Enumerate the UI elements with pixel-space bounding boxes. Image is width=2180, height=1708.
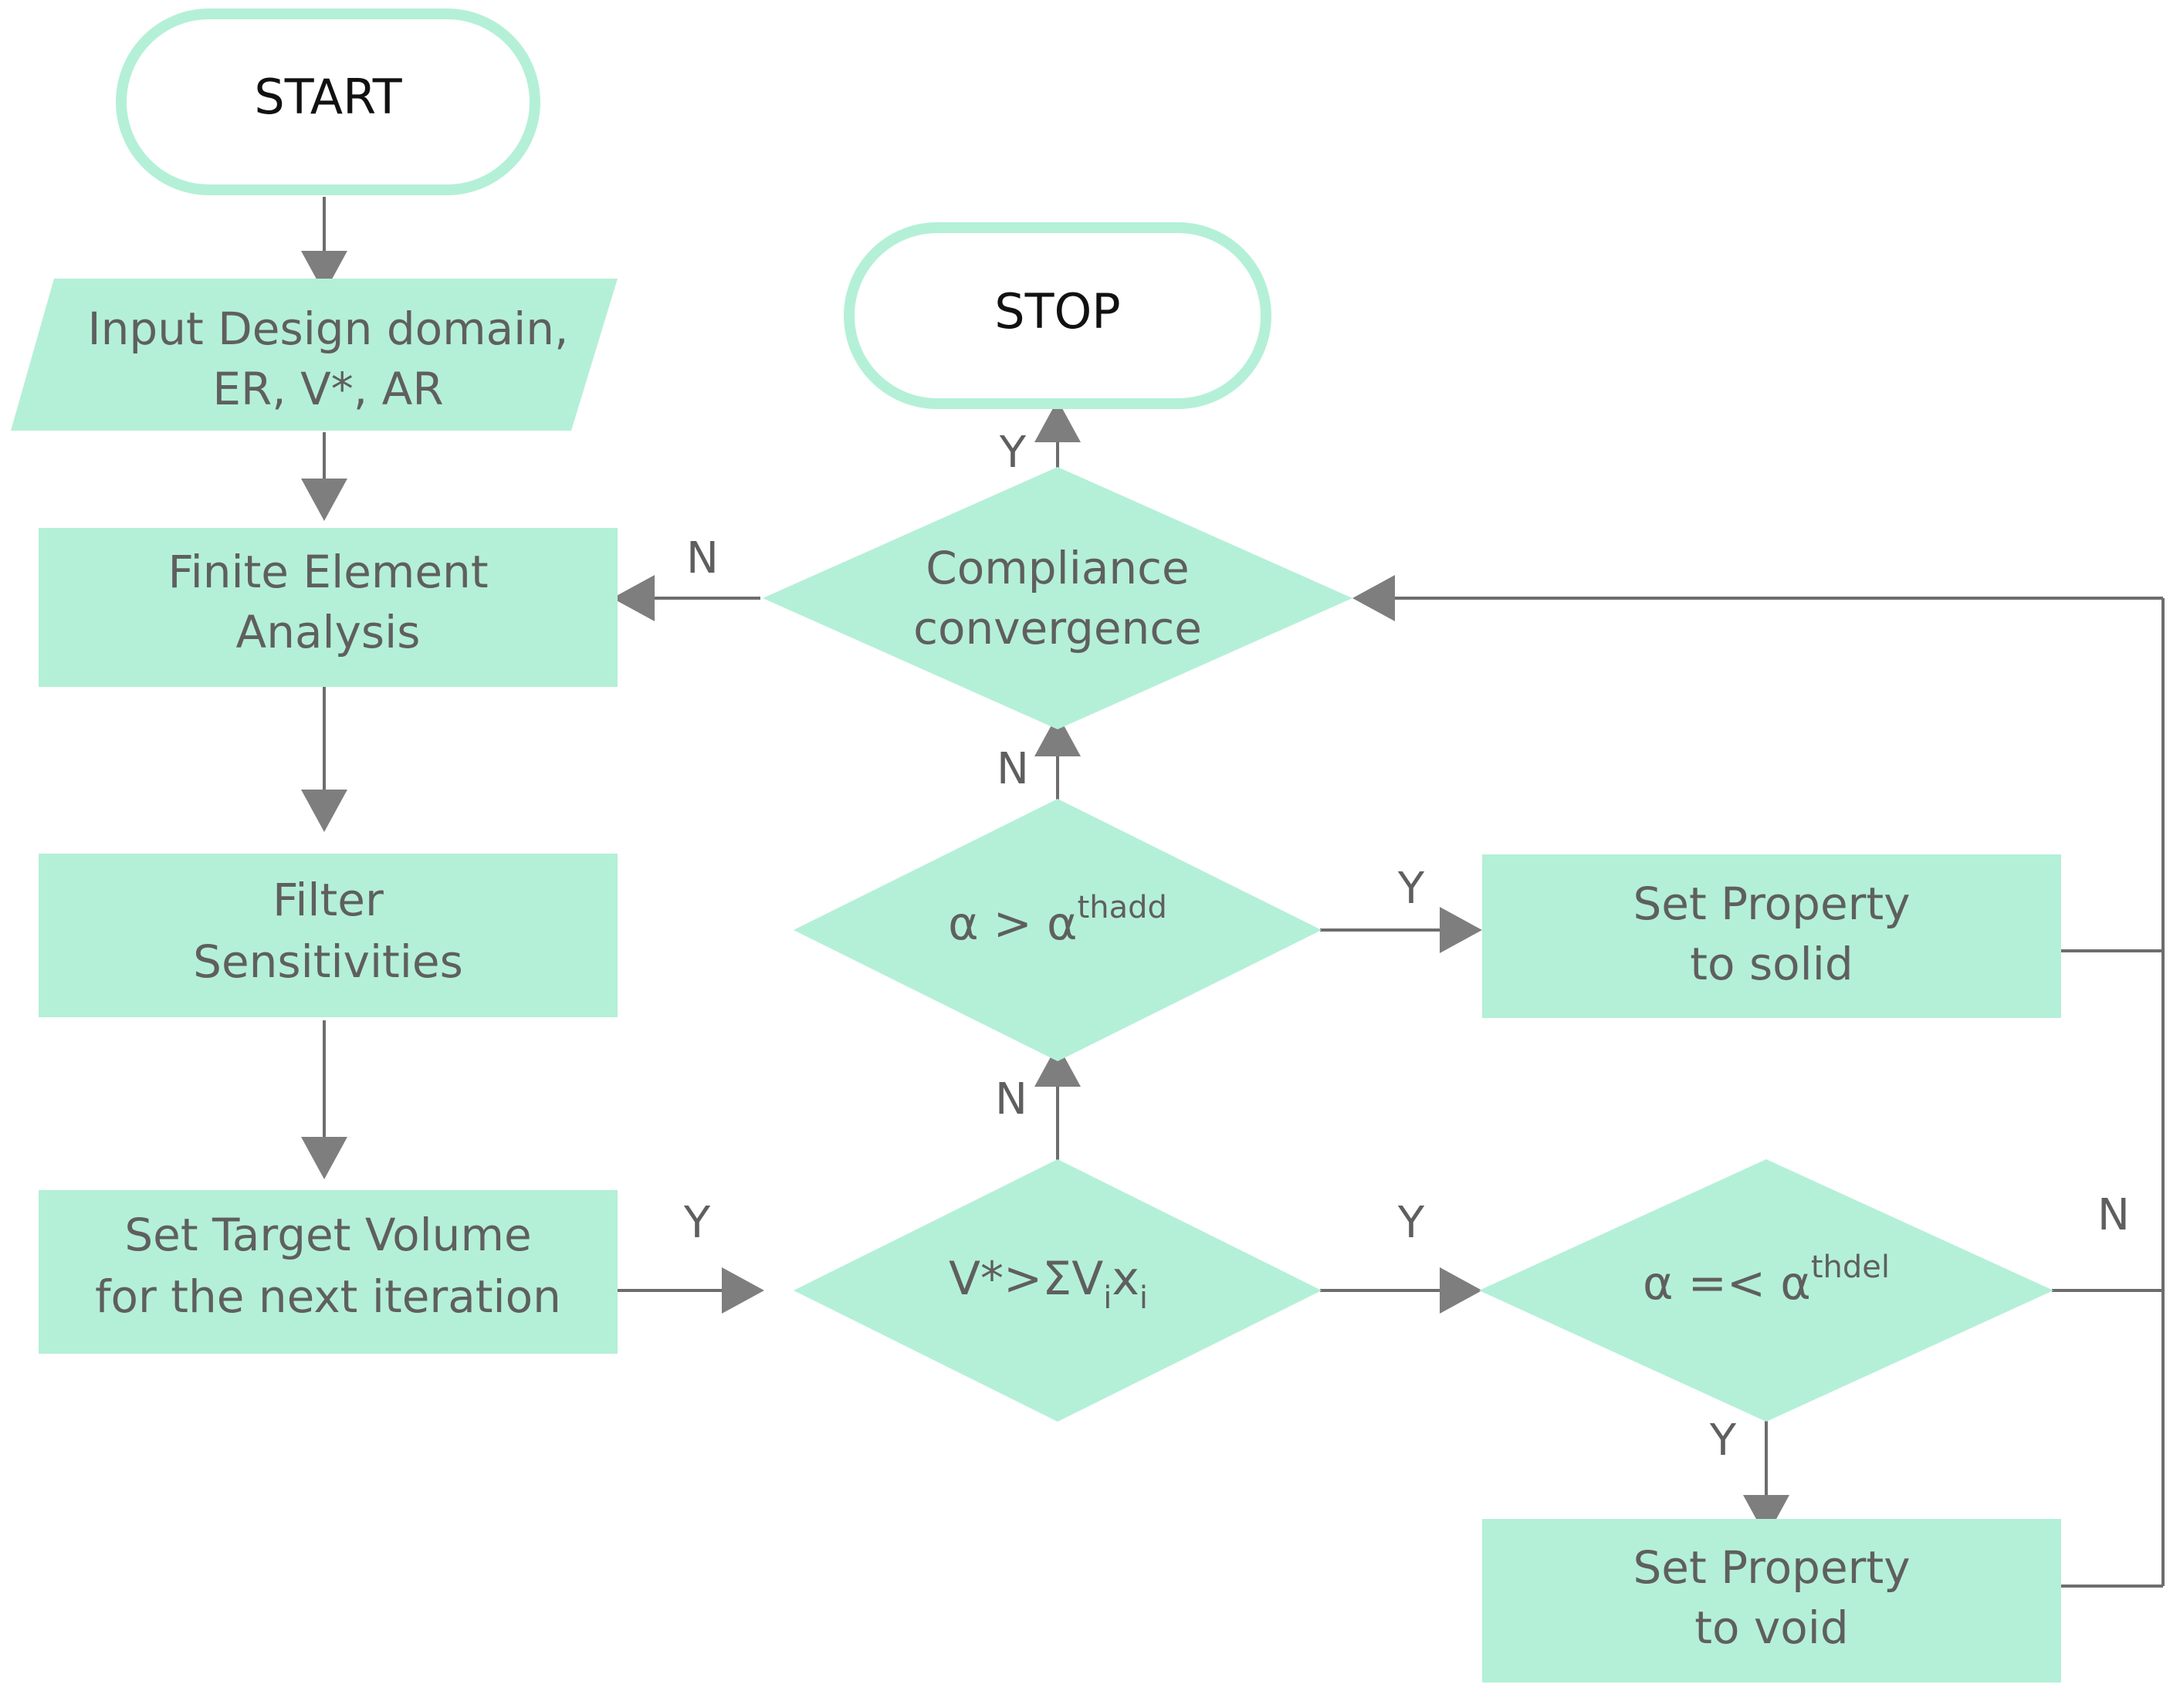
node-stop-label: STOP [994, 283, 1120, 340]
node-compliance-line-1: Compliance [926, 542, 1189, 594]
alpha-del-base: α =< α [1643, 1256, 1811, 1311]
node-filter-sensitivities[interactable]: Filter Sensitivities [39, 854, 618, 1017]
node-start[interactable]: START [116, 8, 540, 195]
edge-input-to-fea [301, 432, 347, 521]
edge-label-alpha-add-no: N [997, 744, 1029, 794]
node-set-void-line-2: to void [1694, 1601, 1848, 1654]
edge-filter-to-target-volume [301, 1020, 347, 1179]
node-input[interactable]: Input Design domain, ER, V*, AR [11, 279, 618, 431]
alpha-add-base: α > α [948, 897, 1078, 951]
node-input-line-1: Input Design domain, [88, 303, 569, 355]
node-alpha-add-expression: α > αthadd [948, 890, 1167, 951]
edge-return-bus [1352, 575, 2165, 1588]
alpha-del-superscript: thdel [1811, 1250, 1890, 1285]
edge-label-compliance-yes: Y [999, 428, 1027, 478]
volume-check-sub-1: i [1103, 1280, 1112, 1316]
node-stop[interactable]: STOP [844, 222, 1271, 409]
node-input-line-2: ER, V*, AR [212, 363, 443, 415]
node-finite-element-analysis[interactable]: Finite Element Analysis [39, 528, 618, 687]
node-filter-line-2: Sensitivities [193, 935, 463, 988]
volume-check-sub-2: i [1139, 1280, 1148, 1316]
node-filter-line-1: Filter [272, 874, 384, 926]
node-set-property-solid[interactable]: Set Property to solid [1482, 854, 2061, 1018]
edge-alpha-add-yes-to-set-solid [1320, 907, 1482, 953]
edge-target-volume-to-volume-check [618, 1267, 764, 1314]
node-alpha-del-expression: α =< αthdel [1643, 1250, 1890, 1311]
node-set-target-volume[interactable]: Set Target Volume for the next iteration [39, 1190, 618, 1354]
edge-compliance-no-to-fea [612, 575, 760, 621]
edge-label-volume-yes: Y [1397, 1198, 1425, 1248]
edge-label-compliance-no: N [686, 533, 719, 583]
edge-label-target-volume-yes: Y [683, 1198, 711, 1248]
node-alpha-le-thdel[interactable]: α =< αthdel [1479, 1159, 2053, 1422]
node-set-solid-line-2: to solid [1690, 938, 1853, 990]
node-alpha-greater-thadd[interactable]: α > αthadd [794, 799, 1322, 1061]
node-set-void-line-1: Set Property [1633, 1541, 1910, 1594]
node-target-volume-line-1: Set Target Volume [124, 1209, 531, 1261]
node-compliance-line-2: convergence [913, 602, 1202, 654]
edge-label-alpha-del-no: N [2097, 1190, 2130, 1240]
node-compliance-convergence[interactable]: Compliance convergence [763, 467, 1352, 729]
edge-label-volume-no: N [995, 1074, 1027, 1125]
node-fea-line-2: Analysis [236, 606, 421, 658]
volume-check-mid: x [1112, 1252, 1139, 1306]
edge-label-alpha-del-yes: Y [1709, 1415, 1737, 1466]
volume-check-base: V*>ΣV [949, 1252, 1103, 1306]
node-volume-check-expression: V*>ΣVixi [949, 1252, 1148, 1316]
edge-start-to-input [301, 197, 347, 293]
node-set-solid-line-1: Set Property [1633, 878, 1910, 930]
node-start-label: START [254, 69, 402, 125]
node-volume-check[interactable]: V*>ΣVixi [794, 1159, 1322, 1422]
node-set-property-void[interactable]: Set Property to void [1482, 1519, 2061, 1683]
edge-fea-to-filter [301, 687, 347, 832]
edge-volume-yes-to-alpha-del [1320, 1267, 1482, 1314]
node-fea-line-1: Finite Element [168, 546, 488, 598]
alpha-add-superscript: thadd [1078, 890, 1167, 925]
edge-label-alpha-add-yes: Y [1397, 864, 1425, 914]
node-target-volume-line-2: for the next iteration [95, 1270, 561, 1323]
